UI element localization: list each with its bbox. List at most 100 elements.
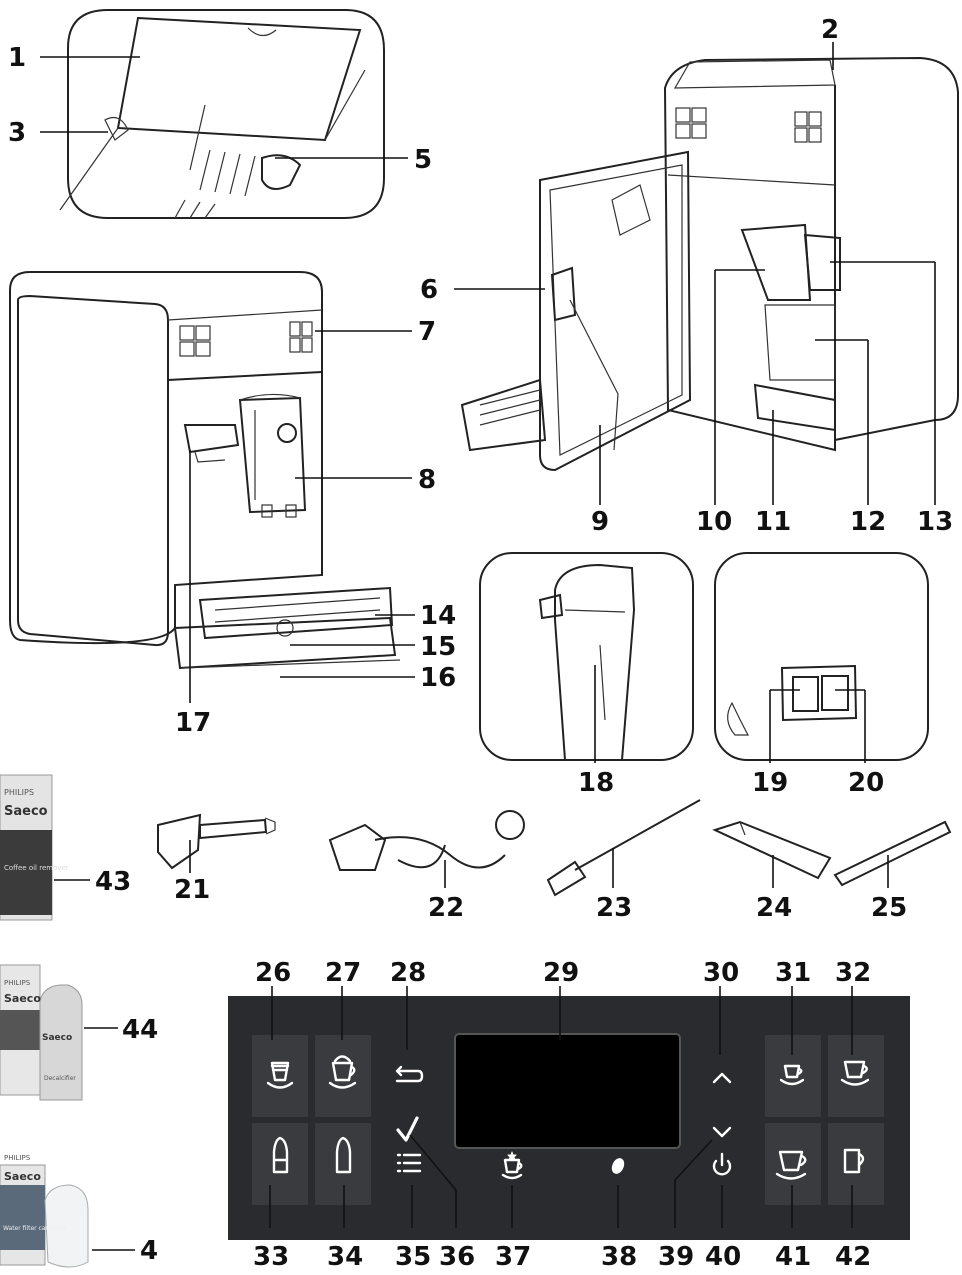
milk-carafe-icon (272, 1136, 289, 1174)
callout-27: 27 (325, 958, 361, 988)
espresso-cup-icon (779, 1064, 805, 1086)
callout-22: 22 (428, 893, 464, 923)
svg-text:Saeco: Saeco (4, 804, 48, 819)
callout-40: 40 (705, 1242, 741, 1272)
control-panel (228, 996, 910, 1240)
coffee-bean-lid-slots (199, 149, 302, 197)
leader-lines (40, 42, 936, 1251)
hot-milk-icon (335, 1136, 352, 1174)
svg-text:Water filter cartridge: Water filter cartridge (3, 1225, 66, 1232)
button-26[interactable] (252, 1035, 308, 1117)
callout-25: 25 (871, 893, 907, 923)
water-tank-lid (116, 16, 362, 142)
callout-32: 32 (835, 958, 871, 988)
callout-1: 1 (8, 43, 26, 73)
checkmark-icon[interactable] (396, 1116, 419, 1142)
milk-carafe-mounted (238, 393, 307, 518)
mug-icon (843, 1148, 865, 1174)
water-hardness-test-strip (833, 820, 952, 887)
side-drip-tray (460, 378, 547, 452)
button-33[interactable] (252, 1123, 308, 1205)
decalcifier-pack: PHILIPS Saeco Saeco Decalcifier (0, 964, 83, 1101)
callout-3: 3 (8, 118, 26, 148)
measuring-scoop (157, 813, 276, 870)
chevron-up-icon[interactable] (712, 1072, 732, 1084)
callout-10: 10 (696, 507, 732, 537)
svg-text:Saeco: Saeco (42, 1033, 72, 1043)
svg-text:PHILIPS: PHILIPS (4, 979, 31, 987)
callout-29: 29 (543, 958, 579, 988)
coffee-grounds-drawer (753, 383, 836, 432)
front-window-left (179, 325, 211, 357)
latte-macchiato-cup-icon (266, 1061, 294, 1089)
milk-carafe-detail (479, 552, 694, 761)
callout-24: 24 (756, 893, 792, 923)
side-window-left (675, 107, 707, 139)
callout-17: 17 (175, 708, 211, 738)
callout-28: 28 (390, 958, 426, 988)
power-icon[interactable] (712, 1152, 732, 1176)
callout-2: 2 (821, 15, 839, 45)
callout-18: 18 (578, 768, 614, 798)
svg-text:PHILIPS: PHILIPS (4, 1154, 31, 1162)
drip-tray (173, 586, 401, 670)
callout-33: 33 (253, 1242, 289, 1272)
button-41[interactable] (765, 1123, 821, 1205)
machine-front (9, 271, 401, 670)
brew-group (740, 223, 841, 381)
accessories (157, 799, 952, 897)
callout-14: 14 (420, 601, 456, 631)
callout-12: 12 (850, 507, 886, 537)
callout-37: 37 (495, 1242, 531, 1272)
callout-13: 13 (917, 507, 953, 537)
callout-5: 5 (414, 145, 432, 175)
button-27[interactable] (315, 1035, 371, 1117)
svg-text:Saeco: Saeco (4, 992, 41, 1005)
water-filter-pack: PHILIPS Saeco Water filter cartridge (0, 1154, 89, 1268)
callout-44: 44 (122, 1015, 158, 1045)
callout-6: 6 (420, 275, 438, 305)
callout-34: 34 (327, 1242, 363, 1272)
callout-19: 19 (752, 768, 788, 798)
care-product-packs: PHILIPS Saeco Coffee oil remover PHILIPS… (0, 774, 89, 1268)
measuring-scoop-slot (104, 117, 129, 141)
callout-43: 43 (95, 867, 131, 897)
coffee-cup-icon (840, 1060, 870, 1086)
callout-42: 42 (835, 1242, 871, 1272)
callout-31: 31 (775, 958, 811, 988)
chevron-down-icon[interactable] (712, 1126, 732, 1138)
callout-39: 39 (658, 1242, 694, 1272)
callout-15: 15 (420, 632, 456, 662)
cleaning-brush (546, 799, 701, 897)
lid-detail (59, 9, 385, 219)
callout-8: 8 (418, 465, 436, 495)
svg-text:Coffee oil remover: Coffee oil remover (4, 864, 69, 872)
coffee-oil-remover-pack: PHILIPS Saeco Coffee oil remover (0, 774, 69, 921)
cappuccino-cup-icon (328, 1055, 357, 1089)
grease-tube (712, 820, 832, 880)
callout-16: 16 (420, 663, 456, 693)
back-arrow-icon[interactable] (395, 1065, 424, 1083)
callout-20: 20 (848, 768, 884, 798)
callout-41: 41 (775, 1242, 811, 1272)
callout-11: 11 (755, 507, 791, 537)
menu-list-icon[interactable] (396, 1153, 422, 1173)
button-34[interactable] (315, 1123, 371, 1205)
callout-4: 4 (140, 1236, 158, 1266)
svg-text:PHILIPS: PHILIPS (4, 788, 34, 797)
callout-26: 26 (255, 958, 291, 988)
favorite-drinks-icon[interactable] (501, 1151, 523, 1180)
coffee-dispenser (183, 424, 240, 463)
callout-7: 7 (418, 317, 436, 347)
aroma-bean-icon[interactable] (611, 1158, 625, 1174)
callout-21: 21 (174, 875, 210, 905)
front-window-right (289, 321, 313, 353)
button-42[interactable] (828, 1123, 884, 1205)
power-switch-detail (714, 552, 929, 761)
callout-38: 38 (601, 1242, 637, 1272)
callout-36: 36 (439, 1242, 475, 1272)
side-window-right (794, 111, 822, 143)
display-screen (454, 1033, 681, 1149)
large-cup-icon (775, 1150, 807, 1180)
